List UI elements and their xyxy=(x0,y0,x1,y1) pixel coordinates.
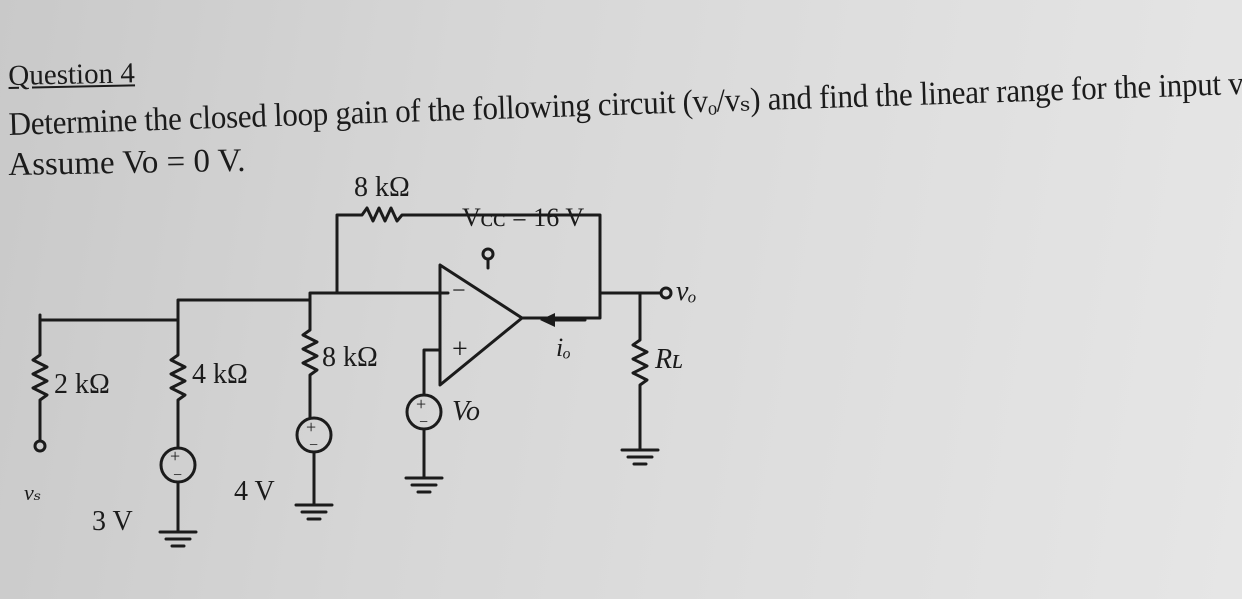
ground-icon-4v xyxy=(294,503,334,521)
r3-resistor xyxy=(301,298,319,420)
source-vo-minus: − xyxy=(419,414,428,431)
ground-icon-vo xyxy=(404,476,444,494)
source-3v-minus: − xyxy=(173,467,182,484)
vcc-terminal xyxy=(481,247,495,261)
source-4v-label: 4 V xyxy=(234,476,275,507)
io-arrowhead-icon xyxy=(540,313,555,327)
r2-resistor xyxy=(169,328,187,450)
io-label: iₒ xyxy=(556,333,571,362)
opamp-plus-label: + xyxy=(452,334,468,365)
ground-icon-rl xyxy=(620,448,660,466)
vo-output-label: vₒ xyxy=(676,276,696,307)
rl-resistor xyxy=(631,291,649,452)
r3-label: 8 kΩ xyxy=(322,342,378,373)
source-3v-plus: + xyxy=(170,446,180,466)
r1-label: 2 kΩ xyxy=(54,369,110,400)
opamp-triangle xyxy=(438,263,524,387)
noninverting-wire xyxy=(422,348,442,397)
opamp-minus-label: − xyxy=(452,278,466,304)
r1-resistor xyxy=(31,318,49,442)
feedback-wire xyxy=(335,206,602,295)
source-vo-plus: + xyxy=(416,394,426,414)
vcc-label: Vᴄᴄ = 16 V xyxy=(462,203,584,232)
vs-terminal xyxy=(33,439,47,453)
r2-label: 4 kΩ xyxy=(192,359,248,390)
source-3v-label: 3 V xyxy=(92,506,133,537)
source-vo-label: Vo xyxy=(452,396,480,427)
rl-label: Rʟ xyxy=(654,344,683,375)
ground-icon-3v xyxy=(158,530,198,548)
feedback-resistor-label: 8 kΩ xyxy=(354,172,410,203)
source-4v-minus: − xyxy=(309,437,318,454)
output-wire xyxy=(520,291,662,320)
source-4v-plus: + xyxy=(306,417,316,437)
output-terminal xyxy=(659,286,673,300)
vs-label: vₛ xyxy=(24,480,41,505)
inverting-node-wire xyxy=(38,291,450,322)
